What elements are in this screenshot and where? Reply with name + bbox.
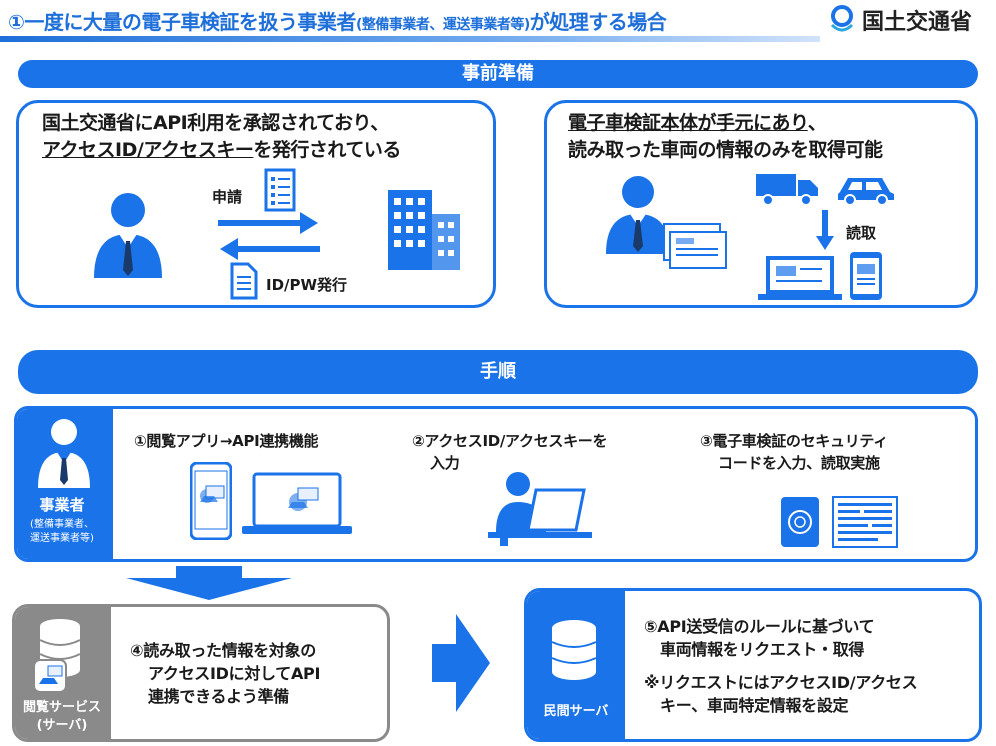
person-at-laptop-icon	[488, 472, 592, 546]
actor-sub1: (整備事業者、	[30, 519, 94, 530]
ic-card-icon	[781, 497, 819, 547]
private-server-label: 民間サーバ	[543, 704, 609, 719]
ministry-building-icon	[388, 190, 460, 270]
page-title: ①一度に大量の電子車検証を扱う事業者(整備事業者、運送事業者等)が処理する場合	[8, 6, 667, 35]
title-paren: (整備事業者、運送事業者等)	[355, 17, 530, 33]
step2-line1: ②アクセスID/アクセスキーを	[412, 432, 608, 450]
prep-right-line2: 読み取った車両の情報のみを取得可能	[568, 139, 883, 161]
prep-left-line2-rest: を発行されている	[253, 139, 401, 161]
business-person-icon	[94, 193, 162, 278]
prep-band: 事前準備	[18, 60, 978, 88]
prep-right-line1-rest: 、	[807, 112, 827, 134]
step4-line3: 連携できるよう準備	[148, 687, 289, 706]
smartphone-icon	[850, 252, 882, 300]
laptop-icon	[758, 256, 842, 300]
step4-line1: ④読み取った情報を対象の	[130, 641, 316, 660]
title-main: ①一度に大量の電子車検証を扱う事業者	[8, 10, 356, 34]
prep-left-line1: 国土交通省にAPI利用を承認されており、	[42, 112, 389, 134]
ministry-logo: 国土交通省	[828, 2, 972, 38]
certificate-on-hand-text: 電子車検証本体が手元にあり	[568, 112, 808, 134]
down-arrow-icon	[126, 566, 292, 600]
step5-line1: ⑤API送受信のルールに基づいて	[644, 617, 875, 636]
proc-band-label: 手順	[480, 361, 516, 382]
person-with-documents-icon	[606, 176, 727, 269]
exchange-arrows-icon	[218, 212, 320, 260]
prep-band-label: 事前準備	[462, 63, 534, 84]
title-rule	[0, 36, 820, 42]
viewer-app-laptop-icon	[242, 472, 352, 534]
actor-sub2: 運送事業者等)	[30, 533, 94, 544]
read-down-arrow-icon	[816, 210, 834, 250]
step4-line2: アクセスIDに対してAPI	[148, 664, 321, 683]
actor-label: 事業者	[39, 496, 85, 514]
viewer-server-label2: (サーバ)	[36, 718, 88, 733]
truck-icon	[756, 174, 818, 206]
viewer-app-phone-icon	[190, 462, 232, 540]
issued-document-icon	[230, 262, 258, 300]
private-server-icon	[551, 620, 597, 680]
step5-line2: 車両情報をリクエスト・取得	[660, 640, 865, 659]
step3-line1: ③電子車検証のセキュリティ	[700, 432, 888, 450]
prep-right-line1: 電子車検証本体が手元にあり、	[568, 110, 827, 137]
apply-label: 申請	[212, 188, 243, 206]
prep-left-line2: アクセスID/アクセスキーを発行されている	[42, 137, 401, 164]
access-id-key-text: アクセスID/アクセスキー	[42, 139, 254, 161]
step1-text: ①閲覧アプリ→API連携機能	[134, 432, 319, 450]
step2-line2: 入力	[430, 454, 460, 472]
title-tail: が処理する場合	[529, 10, 667, 34]
proc-band: 手順	[18, 350, 978, 394]
right-arrow-icon	[432, 614, 490, 712]
vehicle-certificate-document-icon	[832, 496, 898, 548]
step5-line3: ※リクエストにはアクセスID/アクセス	[644, 673, 918, 692]
step3-line2: コードを入力、読取実施	[718, 454, 880, 472]
viewer-server-label1: 閲覧サービス	[22, 700, 101, 715]
prep-right-box	[544, 100, 978, 308]
actor-person-icon	[38, 419, 90, 488]
issue-label: ID/PW発行	[266, 276, 348, 294]
step5-line4: キー、車両特定情報を設定	[660, 696, 849, 715]
car-icon	[838, 178, 894, 206]
step5-box	[524, 588, 982, 742]
application-form-icon	[264, 168, 296, 212]
read-label: 読取	[846, 224, 877, 242]
mlit-logo-icon	[830, 5, 854, 32]
logo-text: 国土交通省	[862, 10, 973, 35]
viewer-server-icon	[33, 619, 81, 693]
